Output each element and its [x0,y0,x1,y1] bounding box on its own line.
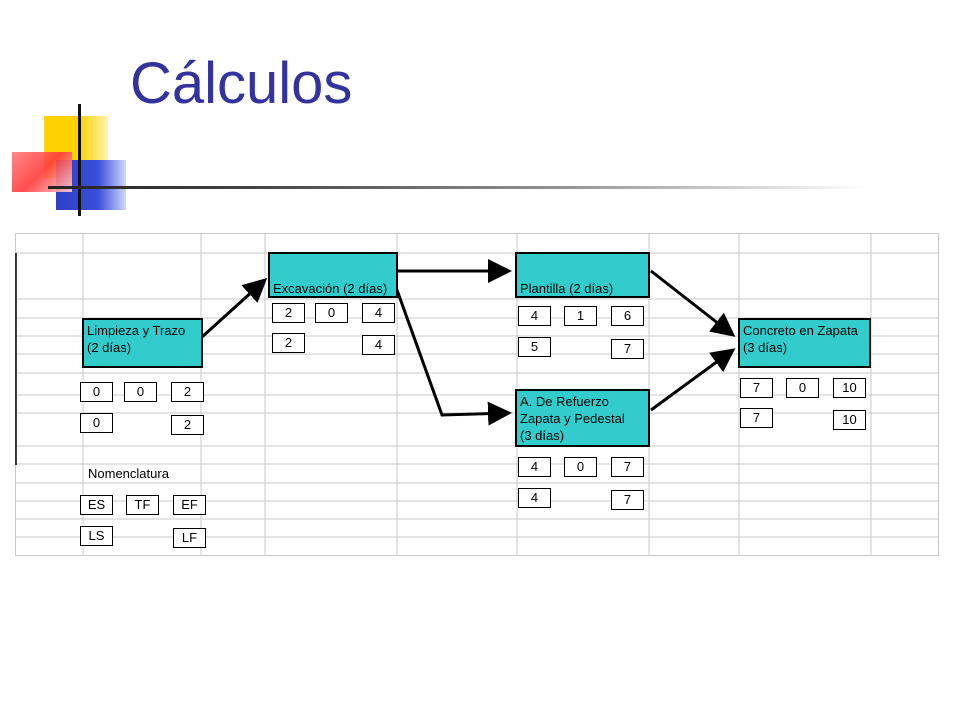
ls-value: 2 [272,333,305,353]
es-value: 7 [740,378,773,398]
ls-value: 0 [80,413,113,433]
activity-excavacion: Excavación (2 días) [268,252,398,298]
slide-title: Cálculos [130,51,353,116]
ornament-red-square [12,152,72,192]
ls-value: 5 [518,337,551,357]
legend-ls: LS [80,526,113,546]
lf-value: 7 [611,490,644,510]
ornament-vertical-line [78,104,81,216]
legend-tf: TF [126,495,159,515]
activity-plantilla: Plantilla (2 días) [515,252,650,298]
tf-value: 0 [315,303,348,323]
ef-value: 4 [362,303,395,323]
legend-es: ES [80,495,113,515]
lf-value: 4 [362,335,395,355]
tf-value: 1 [564,306,597,326]
es-value: 4 [518,306,551,326]
ef-value: 2 [171,382,204,402]
activity-label-line-1: Plantilla (2 días) [520,281,614,296]
es-value: 4 [518,457,551,477]
activity-label-line-2: Zapata y Pedestal [520,411,625,426]
legend-ef: EF [173,495,206,515]
tf-value: 0 [124,382,157,402]
ls-value: 7 [740,408,773,428]
ef-value: 10 [833,378,866,398]
es-value: 2 [272,303,305,323]
es-value: 0 [80,382,113,402]
activity-label-line-1: A. De Refuerzo [520,394,609,409]
tf-value: 0 [564,457,597,477]
activity-label-line-2: (2 días) [87,340,132,355]
activity-label-line-1: Excavación (2 días) [273,281,388,296]
ef-value: 7 [611,457,644,477]
activity-concreto-en-zapata: Concreto en Zapata (3 días) [738,318,871,368]
activity-limpieza-y-trazo: Limpieza y Trazo (2 días) [82,318,203,368]
lf-value: 10 [833,410,866,430]
nomenclature-title: Nomenclatura [88,466,169,481]
tf-value: 0 [786,378,819,398]
activity-label-line-3: (3 días) [520,428,565,443]
activity-label-line-2: (3 días) [743,340,788,355]
activity-a-de-refuerzo: A. De Refuerzo Zapata y Pedestal (3 días… [515,389,650,447]
lf-value: 7 [611,339,644,359]
activity-label-line-1: Limpieza y Trazo [87,323,186,338]
lf-value: 2 [171,415,204,435]
ef-value: 6 [611,306,644,326]
title-underline [48,186,868,189]
legend-lf: LF [173,528,206,548]
ls-value: 4 [518,488,551,508]
activity-label-line-1: Concreto en Zapata [743,323,858,338]
